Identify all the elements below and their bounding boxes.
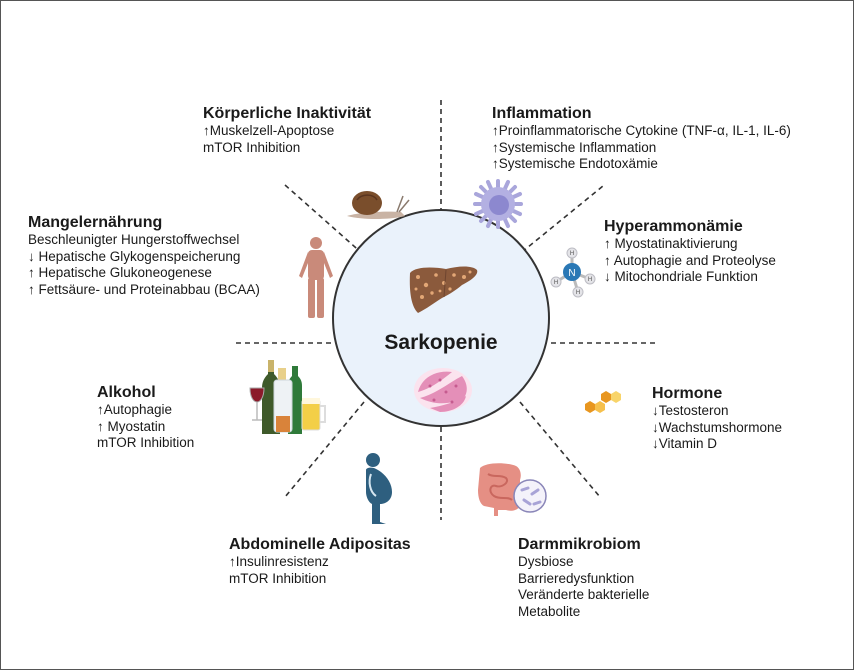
factor-alkohol: Alkohol ↑Autophagie ↑ Myostatin mTOR Inh… [97, 383, 194, 452]
factor-hyperammonaemie: Hyperammonämie ↑ Myostatinaktivierung ↑ … [604, 217, 776, 286]
immune-cell-icon [473, 179, 523, 229]
hydrogen-label: H [588, 277, 592, 283]
factor-line: Beschleunigter Hungerstoffwechsel [28, 232, 240, 247]
factor-line: ↓ Hepatische Glykogenspeicherung [28, 248, 241, 264]
human-body-icon [299, 237, 333, 318]
hexagon-molecule-icon [585, 391, 621, 413]
hydrogen-label: H [554, 280, 558, 286]
factor-adipositas: Abdominelle Adipositas ↑Insulinresistenz… [229, 535, 411, 587]
factor-line: ↑ Fettsäure- und Proteinabbau (BCAA) [28, 281, 260, 297]
factor-mangelernaehrung: Mangelernährung Beschleunigter Hungersto… [28, 213, 260, 298]
factor-line: ↑Muskelzell-Apoptose [203, 123, 335, 138]
factor-darmmikrobiom: Darmmikrobiom Dysbiose Barrieredysfunkti… [518, 535, 649, 620]
hydrogen-label: H [576, 290, 580, 296]
alcohol-bottles-icon [249, 360, 326, 434]
factor-line: ↑ Myostatinaktivierung [604, 236, 738, 251]
factor-line: ↑Insulinresistenz [229, 554, 329, 569]
nitrogen-label: N [568, 268, 575, 279]
factor-title: Mangelernährung [28, 214, 163, 231]
factor-title: Hyperammonämie [604, 218, 743, 235]
factor-line: ↑Systemische Endotoxämie [492, 156, 658, 171]
factor-line: ↓ Mitochondriale Funktion [604, 269, 758, 284]
factor-inflammation: Inflammation ↑Proinflammatorische Cytoki… [492, 104, 791, 173]
factor-title: Inflammation [492, 105, 592, 122]
center-title: Sarkopenie [384, 331, 498, 354]
factor-line: ↓Vitamin D [652, 436, 718, 451]
factor-hormone: Hormone ↓Testosteron ↓Wachstumshormone ↓… [652, 384, 782, 453]
factor-line: mTOR Inhibition [229, 570, 327, 586]
factor-line: Barrieredysfunktion [518, 570, 635, 586]
ammonium-molecule-icon: H H H H N [550, 247, 596, 298]
factor-line: Dysbiose [518, 554, 574, 569]
factor-line: mTOR Inhibition [203, 139, 301, 155]
factor-line: ↑Systemische Inflammation [492, 139, 657, 155]
factor-line: ↑ Hepatische Glukoneogenese [28, 265, 212, 280]
factor-title: Abdominelle Adipositas [229, 536, 411, 553]
factor-title: Darmmikrobiom [518, 536, 641, 553]
muscle-tissue-icon [414, 368, 472, 412]
divider-bottom-left [284, 401, 365, 498]
snail-icon [347, 191, 410, 219]
factor-inaktivitaet: Körperliche Inaktivität ↑Muskelzell-Apop… [203, 104, 371, 156]
divider-top-right [521, 185, 604, 253]
factor-line: Metabolite [518, 603, 581, 619]
factor-line: mTOR Inhibition [97, 435, 195, 450]
factor-line: ↑ Myostatin [97, 418, 166, 434]
factor-line: ↑Autophagie [97, 402, 173, 417]
factor-title: Hormone [652, 385, 723, 402]
factor-line: ↑Proinflammatorische Cytokine (TNF-α, IL… [492, 123, 791, 138]
obese-person-icon [366, 453, 392, 524]
liver-icon [409, 266, 478, 313]
factor-line: ↓Testosteron [652, 403, 729, 418]
intestine-bacteria-icon [478, 463, 547, 516]
factor-line: Veränderte bakterielle [518, 587, 650, 602]
factor-title: Körperliche Inaktivität [203, 105, 372, 122]
factor-line: ↑ Autophagie and Proteolyse [604, 252, 776, 268]
divider-bottom-right [519, 401, 601, 498]
center-circle: Sarkopenie [332, 209, 550, 427]
factor-title: Alkohol [97, 384, 156, 401]
factor-line: ↓Wachstumshormone [652, 419, 783, 435]
hydrogen-label: H [570, 251, 574, 257]
